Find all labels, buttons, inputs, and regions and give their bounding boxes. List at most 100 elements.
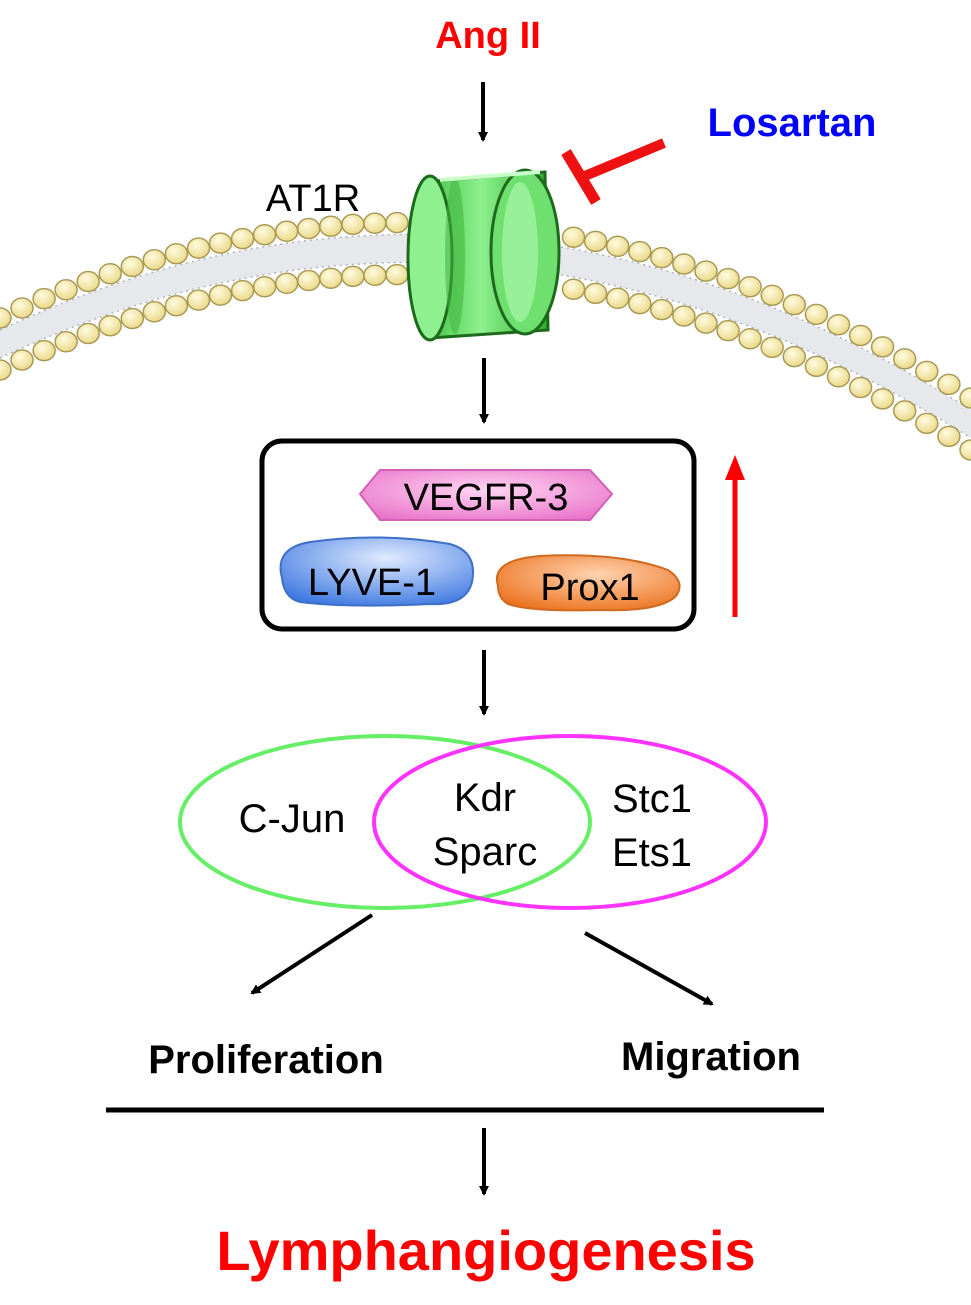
lipid-head: [561, 226, 586, 248]
prox1-node: Prox1: [495, 554, 681, 612]
lipid-head: [32, 339, 56, 362]
lipid-head: [385, 263, 409, 286]
gene-set-left: [178, 734, 592, 910]
lipid-head: [915, 412, 939, 435]
gene-left-label: C-Jun: [239, 797, 346, 841]
lipid-head: [760, 336, 784, 359]
lipid-head: [98, 314, 122, 337]
lipid-head: [10, 297, 34, 319]
lipid-head: [296, 269, 321, 292]
lipid-head: [561, 278, 586, 300]
lipid-head: [937, 373, 961, 396]
lipid-head: [915, 360, 939, 383]
t-bar-inhibition-icon: [561, 138, 666, 205]
lipid-head: [583, 282, 608, 305]
lipid-head: [738, 275, 762, 298]
lipid-head: [937, 425, 961, 448]
lipid-head: [76, 322, 100, 345]
lipid-head: [0, 307, 12, 329]
gene-set-right: [372, 734, 768, 910]
lipid-head: [650, 246, 674, 269]
lipid-head: [848, 376, 873, 399]
lipid-head: [959, 439, 971, 461]
lipid-head: [760, 284, 784, 307]
outcome-migration: Migration: [621, 1035, 801, 1079]
lipid-head: [186, 237, 211, 259]
vegfr3-label: VEGFR-3: [404, 477, 569, 519]
vegfr3-node: VEGFR-3: [358, 469, 614, 521]
lipid-head: [230, 279, 255, 302]
lipid-head: [385, 211, 409, 234]
lipid-head: [650, 298, 674, 321]
lipid-head: [782, 345, 807, 368]
ion-channel-icon: [406, 168, 561, 342]
arrow-to-proliferation: [250, 913, 374, 995]
lipid-head: [274, 272, 299, 295]
lipid-head: [363, 212, 387, 235]
lipid-head: [120, 307, 145, 330]
lipid-head: [252, 275, 277, 298]
lipid-head: [32, 287, 56, 310]
lipid-head: [98, 262, 122, 285]
lipid-head: [10, 349, 34, 371]
arrow-to-migration: [584, 931, 714, 1006]
lipid-head: [804, 355, 829, 378]
prox1-label: Prox1: [540, 567, 639, 609]
gene-right-label-1: Stc1: [612, 777, 692, 821]
lipid-head: [892, 400, 917, 422]
lipid-head: [0, 359, 12, 381]
inhibitor-label: Losartan: [708, 101, 877, 145]
lipid-head: [738, 327, 762, 350]
lipid-head: [826, 313, 851, 336]
lipid-head: [296, 217, 321, 240]
gene-shared-label-1: Kdr: [454, 776, 516, 820]
gene-right-label-2: Ets1: [612, 831, 692, 875]
lipid-head: [870, 388, 895, 410]
lipid-head: [142, 249, 167, 271]
lipid-head: [848, 324, 873, 347]
lipid-head: [716, 319, 740, 342]
lipid-head: [628, 292, 652, 315]
lipid-head: [804, 303, 829, 326]
up-arrow-icon: [725, 455, 745, 617]
lipid-head: [341, 265, 365, 288]
lipid-head: [230, 227, 255, 250]
lipid-head: [208, 232, 233, 254]
lipid-head: [76, 270, 100, 293]
receptor-label: AT1R: [266, 178, 360, 220]
final-outcome: Lymphangiogenesis: [216, 1219, 755, 1282]
lipid-head: [826, 365, 851, 388]
lipid-head: [605, 287, 630, 310]
lipid-head: [208, 284, 233, 306]
lipid-head: [628, 240, 652, 263]
lipid-head: [54, 331, 78, 353]
lipid-head: [274, 220, 299, 243]
lipid-head: [363, 264, 387, 287]
lipid-head: [54, 279, 78, 301]
lyve1-node: LYVE-1: [279, 536, 474, 607]
lipid-head: [605, 235, 630, 258]
lipid-head: [164, 242, 189, 265]
lipid-head: [892, 348, 917, 370]
lipid-head: [186, 289, 211, 311]
lipid-head: [959, 387, 971, 409]
lipid-head: [142, 301, 167, 323]
outcome-proliferation: Proliferation: [148, 1038, 384, 1082]
lipid-head: [694, 312, 718, 334]
lipid-head: [252, 223, 277, 246]
ligand-label: Ang II: [435, 15, 541, 57]
lipid-head: [583, 230, 608, 253]
lipid-head: [164, 294, 189, 317]
lipid-head: [319, 267, 343, 289]
lipid-head: [716, 267, 740, 290]
lipid-head: [782, 293, 807, 316]
lipid-head: [120, 255, 145, 278]
lipid-head: [694, 260, 718, 282]
lipid-bilayer-icon: [0, 211, 971, 461]
lyve1-label: LYVE-1: [308, 562, 436, 604]
lipid-head: [870, 336, 895, 358]
lipid-head: [672, 253, 696, 275]
gene-shared-label-2: Sparc: [433, 830, 538, 874]
lipid-head: [672, 305, 696, 327]
